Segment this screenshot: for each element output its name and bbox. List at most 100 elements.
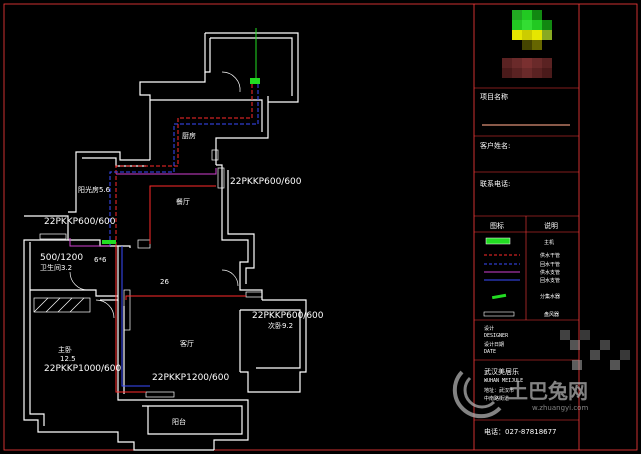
room-restaurant: 餐厅 — [176, 197, 190, 206]
wm-px-2 — [570, 340, 580, 350]
logo-px-16 — [522, 58, 532, 68]
wm-px-5 — [600, 340, 610, 350]
label-kitchen-hvac: 22PKKP600/600 — [230, 177, 302, 187]
logo-mosaic — [502, 10, 552, 78]
logo-px-2 — [522, 10, 532, 20]
pipe-red-2 — [115, 246, 146, 393]
pipe-red-4 — [149, 185, 216, 244]
legend-desc-1: 供水干管 — [540, 252, 560, 259]
wall-south-balcony — [134, 399, 249, 450]
pipe-green-valve — [250, 78, 260, 84]
tb-client-name: 客户姓名: — [480, 141, 510, 150]
wardrobe — [33, 297, 91, 313]
wall-stairwell — [205, 32, 299, 103]
pipes — [69, 28, 260, 393]
wall-balcony — [68, 151, 150, 213]
room-south-balcony: 阳台 — [172, 417, 186, 426]
pipe-green-manifold — [102, 240, 116, 244]
wall-divider — [117, 300, 134, 401]
room-bath-size: 6*6 — [94, 256, 107, 264]
tb-company-line: 武汉美居乐 — [484, 367, 519, 376]
logo-px-1 — [512, 10, 522, 20]
wm-px-6 — [610, 360, 620, 370]
room-master-area: 12.5 — [60, 355, 76, 363]
unit-living — [145, 391, 175, 398]
wm-px-8 — [572, 360, 582, 370]
tb-company-line2: WUHAN MEIJULE — [484, 378, 523, 384]
legend-desc-6: 盘风器 — [544, 311, 559, 318]
wardrobe-hatch-2 — [45, 297, 61, 313]
wall-kitchen-right — [215, 96, 269, 165]
tb-date-label: 设计日期 — [484, 341, 504, 348]
wm-px-1 — [560, 330, 570, 340]
label-balcony-hvac: 22PKKP600/600 — [44, 217, 116, 227]
label-master-hvac: 22PKKP1000/600 — [44, 364, 121, 374]
wall-kitchen-inner — [150, 99, 263, 132]
tb-legend-desc-header: 说明 — [544, 221, 558, 230]
legend-icons — [483, 237, 520, 317]
pipe-blue-2 — [121, 246, 150, 387]
logo-px-13 — [532, 40, 542, 50]
room-hall-number: 26 — [160, 278, 169, 286]
project-name-bar — [482, 124, 570, 126]
watermark-swirl-icon — [452, 370, 502, 419]
room-master: 主卧 — [58, 345, 72, 354]
wardrobe-hatch-4 — [69, 297, 85, 313]
logo-px-20 — [512, 68, 522, 78]
wall-right — [216, 164, 263, 300]
wall-left-inner — [29, 242, 45, 426]
wm-px-3 — [580, 330, 590, 340]
legend-desc-5: 分集水器 — [540, 293, 560, 300]
wall-stairwell-inner — [210, 37, 293, 96]
logo-px-23 — [542, 68, 552, 78]
logo-px-7 — [542, 20, 552, 30]
unit-restaurant — [217, 167, 225, 189]
logo-px-10 — [532, 30, 542, 40]
drawing-frame — [3, 3, 638, 451]
watermark-url: w.zhuangyi.com — [532, 404, 588, 412]
pipe-magenta-1 — [116, 168, 217, 175]
wall-bath-2 — [30, 289, 118, 297]
label-living-hvac: 22PKKP1200/600 — [152, 373, 229, 383]
wardrobe-hatch-3 — [57, 297, 73, 313]
wall-stairwell-left — [204, 33, 211, 73]
logo-px-4 — [512, 20, 522, 30]
room-kitchen: 厨房 — [182, 131, 196, 140]
wall-kitchen — [139, 72, 206, 160]
green-bar-icon — [491, 293, 507, 300]
wall-second — [240, 299, 307, 393]
tb-project-name: 项目名称 — [480, 92, 508, 101]
watermark-swirl-inner-icon — [463, 376, 496, 409]
unit-hall — [123, 289, 131, 331]
logo-px-14 — [502, 58, 512, 68]
tb-date-en: DATE — [484, 349, 496, 355]
wall-left — [23, 215, 214, 451]
logo-px-5 — [522, 20, 532, 30]
fixtures — [33, 149, 263, 398]
tb-design-en: DESIGNER — [484, 333, 509, 339]
legend-desc-3: 供水支管 — [540, 269, 560, 276]
door-bath — [69, 271, 89, 291]
wall-balcony-inner — [82, 157, 146, 167]
titleblock-lines — [474, 87, 579, 421]
tb-phone: 电话：027-87818677 — [484, 427, 557, 436]
door-stairwell — [221, 71, 241, 93]
door-master — [95, 299, 115, 319]
logo-px-11 — [542, 30, 552, 40]
tb-legend-header: 图标 — [490, 221, 504, 230]
logo-px-9 — [522, 30, 532, 40]
legend-desc-0: 主机 — [544, 239, 554, 246]
unit-bath — [39, 233, 67, 240]
fan-coil-icon — [483, 311, 515, 317]
room-bathroom: 卫生间3.2 — [40, 263, 72, 272]
unit-second — [245, 291, 263, 298]
tb-addr1: 地址：武汉市 — [484, 387, 514, 394]
walls — [23, 32, 307, 451]
unit-kitchen — [211, 149, 219, 161]
wall-south-inner — [142, 405, 243, 435]
wall-right-2 — [227, 170, 255, 284]
logo-px-8 — [512, 30, 522, 40]
label-bath-dim: 500/1200 — [40, 253, 83, 263]
pipe-red-3 — [125, 295, 246, 300]
